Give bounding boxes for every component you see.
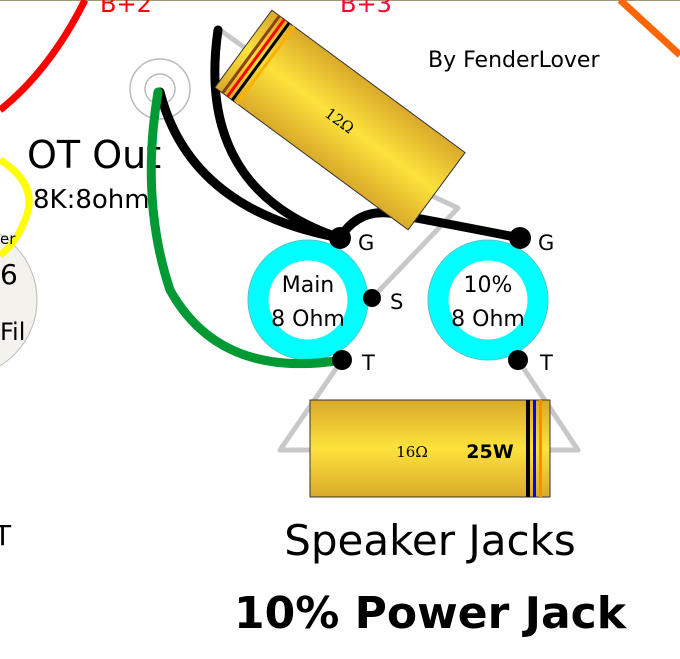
- orange-wire: [617, 0, 680, 58]
- b3-label: B+3: [340, 0, 392, 18]
- yellow-wire: [0, 157, 33, 258]
- partial-label-6: 6: [0, 258, 18, 291]
- resistor-16-ohm: 16Ω 25W: [309, 399, 551, 498]
- lug-t-main: T: [361, 351, 375, 375]
- ot-out-label: OT Out: [27, 133, 161, 177]
- lug-s-main: S: [390, 290, 403, 314]
- b2-label: B+2: [100, 0, 152, 18]
- main-jack: [247, 239, 369, 361]
- resistor-12-ohm: 12Ω: [214, 9, 466, 231]
- diagram-title: 10% Power Jack: [234, 588, 628, 639]
- partial-label-er: er: [0, 230, 16, 248]
- green-wire: [146, 87, 347, 369]
- lug-g-ten: G: [538, 231, 554, 255]
- main-jack-label: Main: [282, 273, 335, 298]
- main-jack-ohm: 8 Ohm: [271, 307, 345, 332]
- ot-ratio-label: 8K:8ohm: [33, 185, 150, 215]
- ot-terminal-outer: [129, 58, 191, 120]
- partial-label-fil: Fil: [0, 318, 25, 346]
- resistor-bottom-value: 16Ω: [396, 443, 428, 461]
- tube-socket-partial: [0, 233, 38, 367]
- jack-lugs: [329, 227, 531, 370]
- partial-label-t: T: [0, 519, 12, 552]
- lug-t-ten: T: [539, 351, 553, 375]
- lug-g-main: G: [358, 231, 374, 255]
- credit-label: By FenderLover: [428, 48, 600, 73]
- speaker-jacks-caption: Speaker Jacks: [284, 516, 576, 565]
- ten-jack-ohm: 8 Ohm: [451, 307, 525, 332]
- resistor-bottom-power: 25W: [466, 441, 513, 463]
- ten-jack-label: 10%: [464, 273, 513, 298]
- red-wire: [0, 0, 89, 113]
- ten-percent-jack: [427, 239, 549, 361]
